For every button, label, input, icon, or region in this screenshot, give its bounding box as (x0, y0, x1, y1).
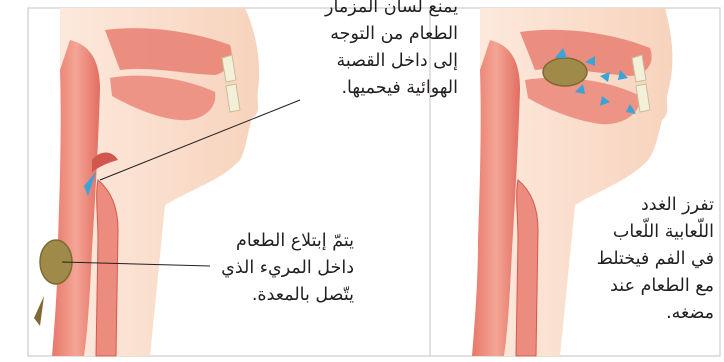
left-trachea (96, 180, 118, 356)
right-trachea (516, 180, 538, 356)
epiglottis-caption: يمنع لسان المزمار الطعام من التوجه إلى د… (228, 0, 458, 102)
right-food-bolus (543, 58, 587, 86)
swallow-caption: يتمّ إبتلاع الطعام داخل المريء الذي يتّص… (154, 228, 354, 309)
saliva-caption: تفرز الغدد اللّعابية اللّعاب في الفم فيخ… (554, 192, 714, 327)
